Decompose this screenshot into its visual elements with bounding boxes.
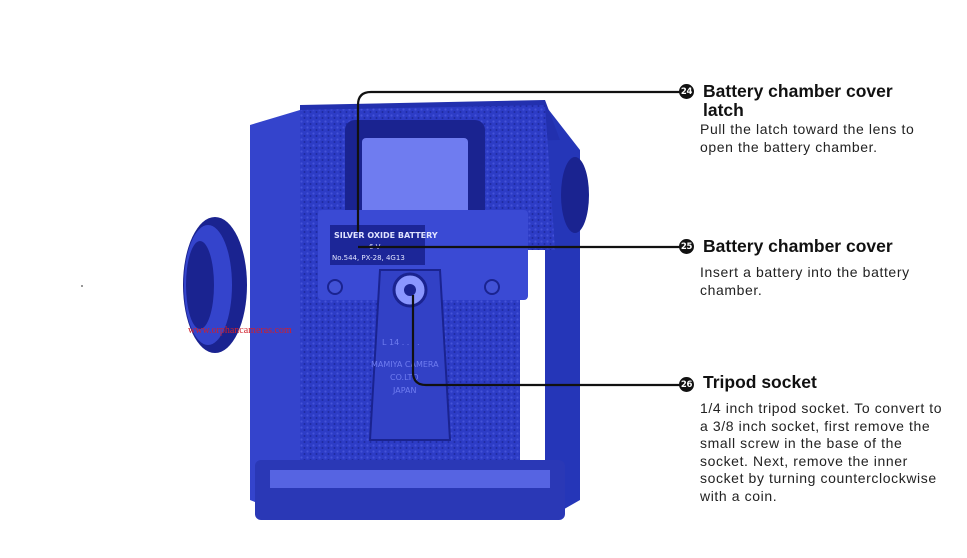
callout-heading-26: Tripod socket xyxy=(703,372,817,392)
plate-maker-line2: CO.LTD xyxy=(390,373,419,382)
plate-serial: L 14 . . . . xyxy=(382,338,420,347)
callout-number-26: 26 xyxy=(679,377,694,392)
watermark-text: www.orphancameras.com xyxy=(188,325,292,336)
callout-number-25: 25 xyxy=(679,239,694,254)
camera-photo: SILVER OXIDE BATTERY 6 V No.544, PX-28, … xyxy=(81,100,589,520)
callout-heading-25: Battery chamber cover xyxy=(703,236,893,256)
battery-label-line2: 6 V xyxy=(369,243,381,251)
callout-description-26: 1/4 inch tripod socket. To convert to a … xyxy=(700,400,943,504)
battery-label-line1: SILVER OXIDE BATTERY xyxy=(334,231,438,240)
plate-maker-line1: MAMIYA CAMERA xyxy=(371,360,439,369)
callout-heading-24: Battery chamber cover latch xyxy=(703,81,893,120)
callout-description-25: Insert a battery into the battery chambe… xyxy=(700,264,910,298)
callout-number-24: 24 xyxy=(679,84,694,99)
callout-description-24: Pull the latch toward the lens to open t… xyxy=(700,121,915,155)
plate-maker-line3: JAPAN xyxy=(392,386,416,395)
battery-label-line3: No.544, PX-28, 4G13 xyxy=(332,254,405,262)
